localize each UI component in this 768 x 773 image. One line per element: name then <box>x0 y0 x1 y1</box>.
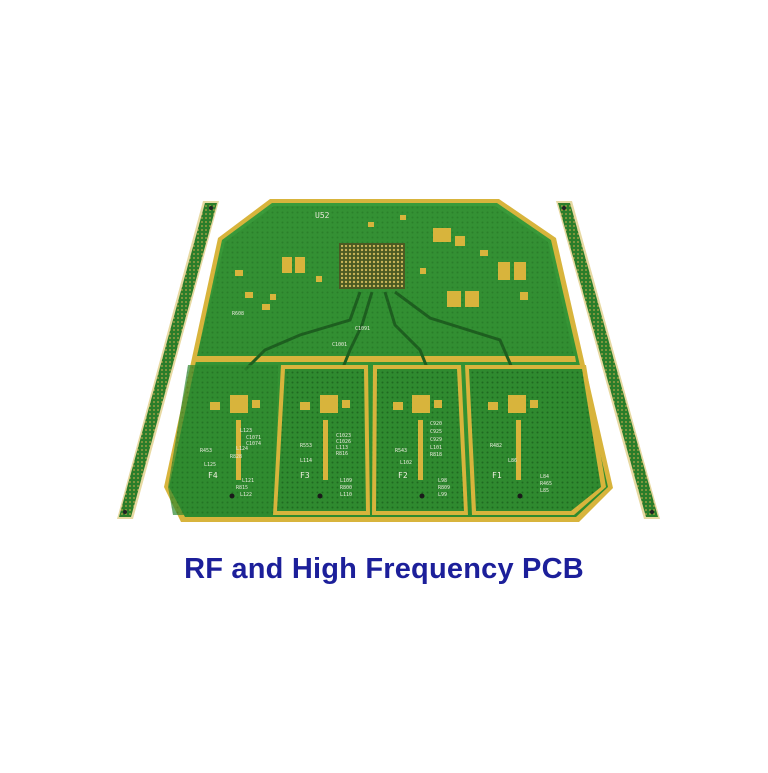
silk-label: R809 <box>438 485 450 491</box>
silk-label: C1074 <box>246 441 261 447</box>
silk-label: R818 <box>430 452 442 458</box>
rf-traces <box>243 290 517 376</box>
silk-label: L121 <box>242 478 254 484</box>
silk-label: C1023 <box>336 433 351 439</box>
silk-label: R543 <box>395 448 407 454</box>
silk-label: R553 <box>300 443 312 449</box>
silk-label: L110 <box>340 492 352 498</box>
silk-label: L102 <box>400 460 412 466</box>
silk-label: L84 <box>540 474 549 480</box>
silk-label: R608 <box>232 311 244 317</box>
silk-label: C920 <box>430 421 442 427</box>
silk-label: L125 <box>204 462 216 468</box>
silk-label: L99 <box>438 492 447 498</box>
top-components <box>235 215 528 310</box>
silk-label: C1026 <box>336 439 351 445</box>
silk-label: L98 <box>438 478 447 484</box>
silk-label: L101 <box>430 445 442 451</box>
channel-label-f4: F4 <box>208 471 218 480</box>
channel-components <box>210 395 538 480</box>
caption-title: RF and High Frequency PCB <box>184 553 584 585</box>
silk-label: R482 <box>490 443 502 449</box>
silk-label: C925 <box>430 429 442 435</box>
channel-label-f1: F1 <box>492 471 502 480</box>
silk-label: L123 <box>240 428 252 434</box>
silk-label: R815 <box>236 485 248 491</box>
channel-label-f3: F3 <box>300 471 310 480</box>
silk-label: R465 <box>540 481 552 487</box>
silk-label: R453 <box>200 448 212 454</box>
main-board: U52 <box>164 199 613 522</box>
silk-label: C1071 <box>246 435 261 441</box>
silk-label: R816 <box>336 451 348 457</box>
chip-label: U52 <box>315 211 330 220</box>
silk-label: L86 <box>508 458 517 464</box>
mounting-holes <box>229 493 523 499</box>
silkscreen-labels: R453 L125 L121 R815 L122 L124 R828 L123 … <box>200 311 552 498</box>
right-breakaway-rail <box>556 201 660 519</box>
silk-label: C1001 <box>332 342 347 348</box>
silk-label: R828 <box>230 454 242 460</box>
silk-label: R800 <box>340 485 352 491</box>
silk-label: L113 <box>336 445 348 451</box>
silk-label: L85 <box>540 488 549 494</box>
silk-label: C929 <box>430 437 442 443</box>
silk-label: L124 <box>236 446 248 452</box>
channel-label-f2: F2 <box>398 471 408 480</box>
silk-label: L122 <box>240 492 252 498</box>
left-breakaway-rail <box>117 201 219 519</box>
silk-label: L114 <box>300 458 312 464</box>
silk-label: C1091 <box>355 326 370 332</box>
silk-label: L109 <box>340 478 352 484</box>
